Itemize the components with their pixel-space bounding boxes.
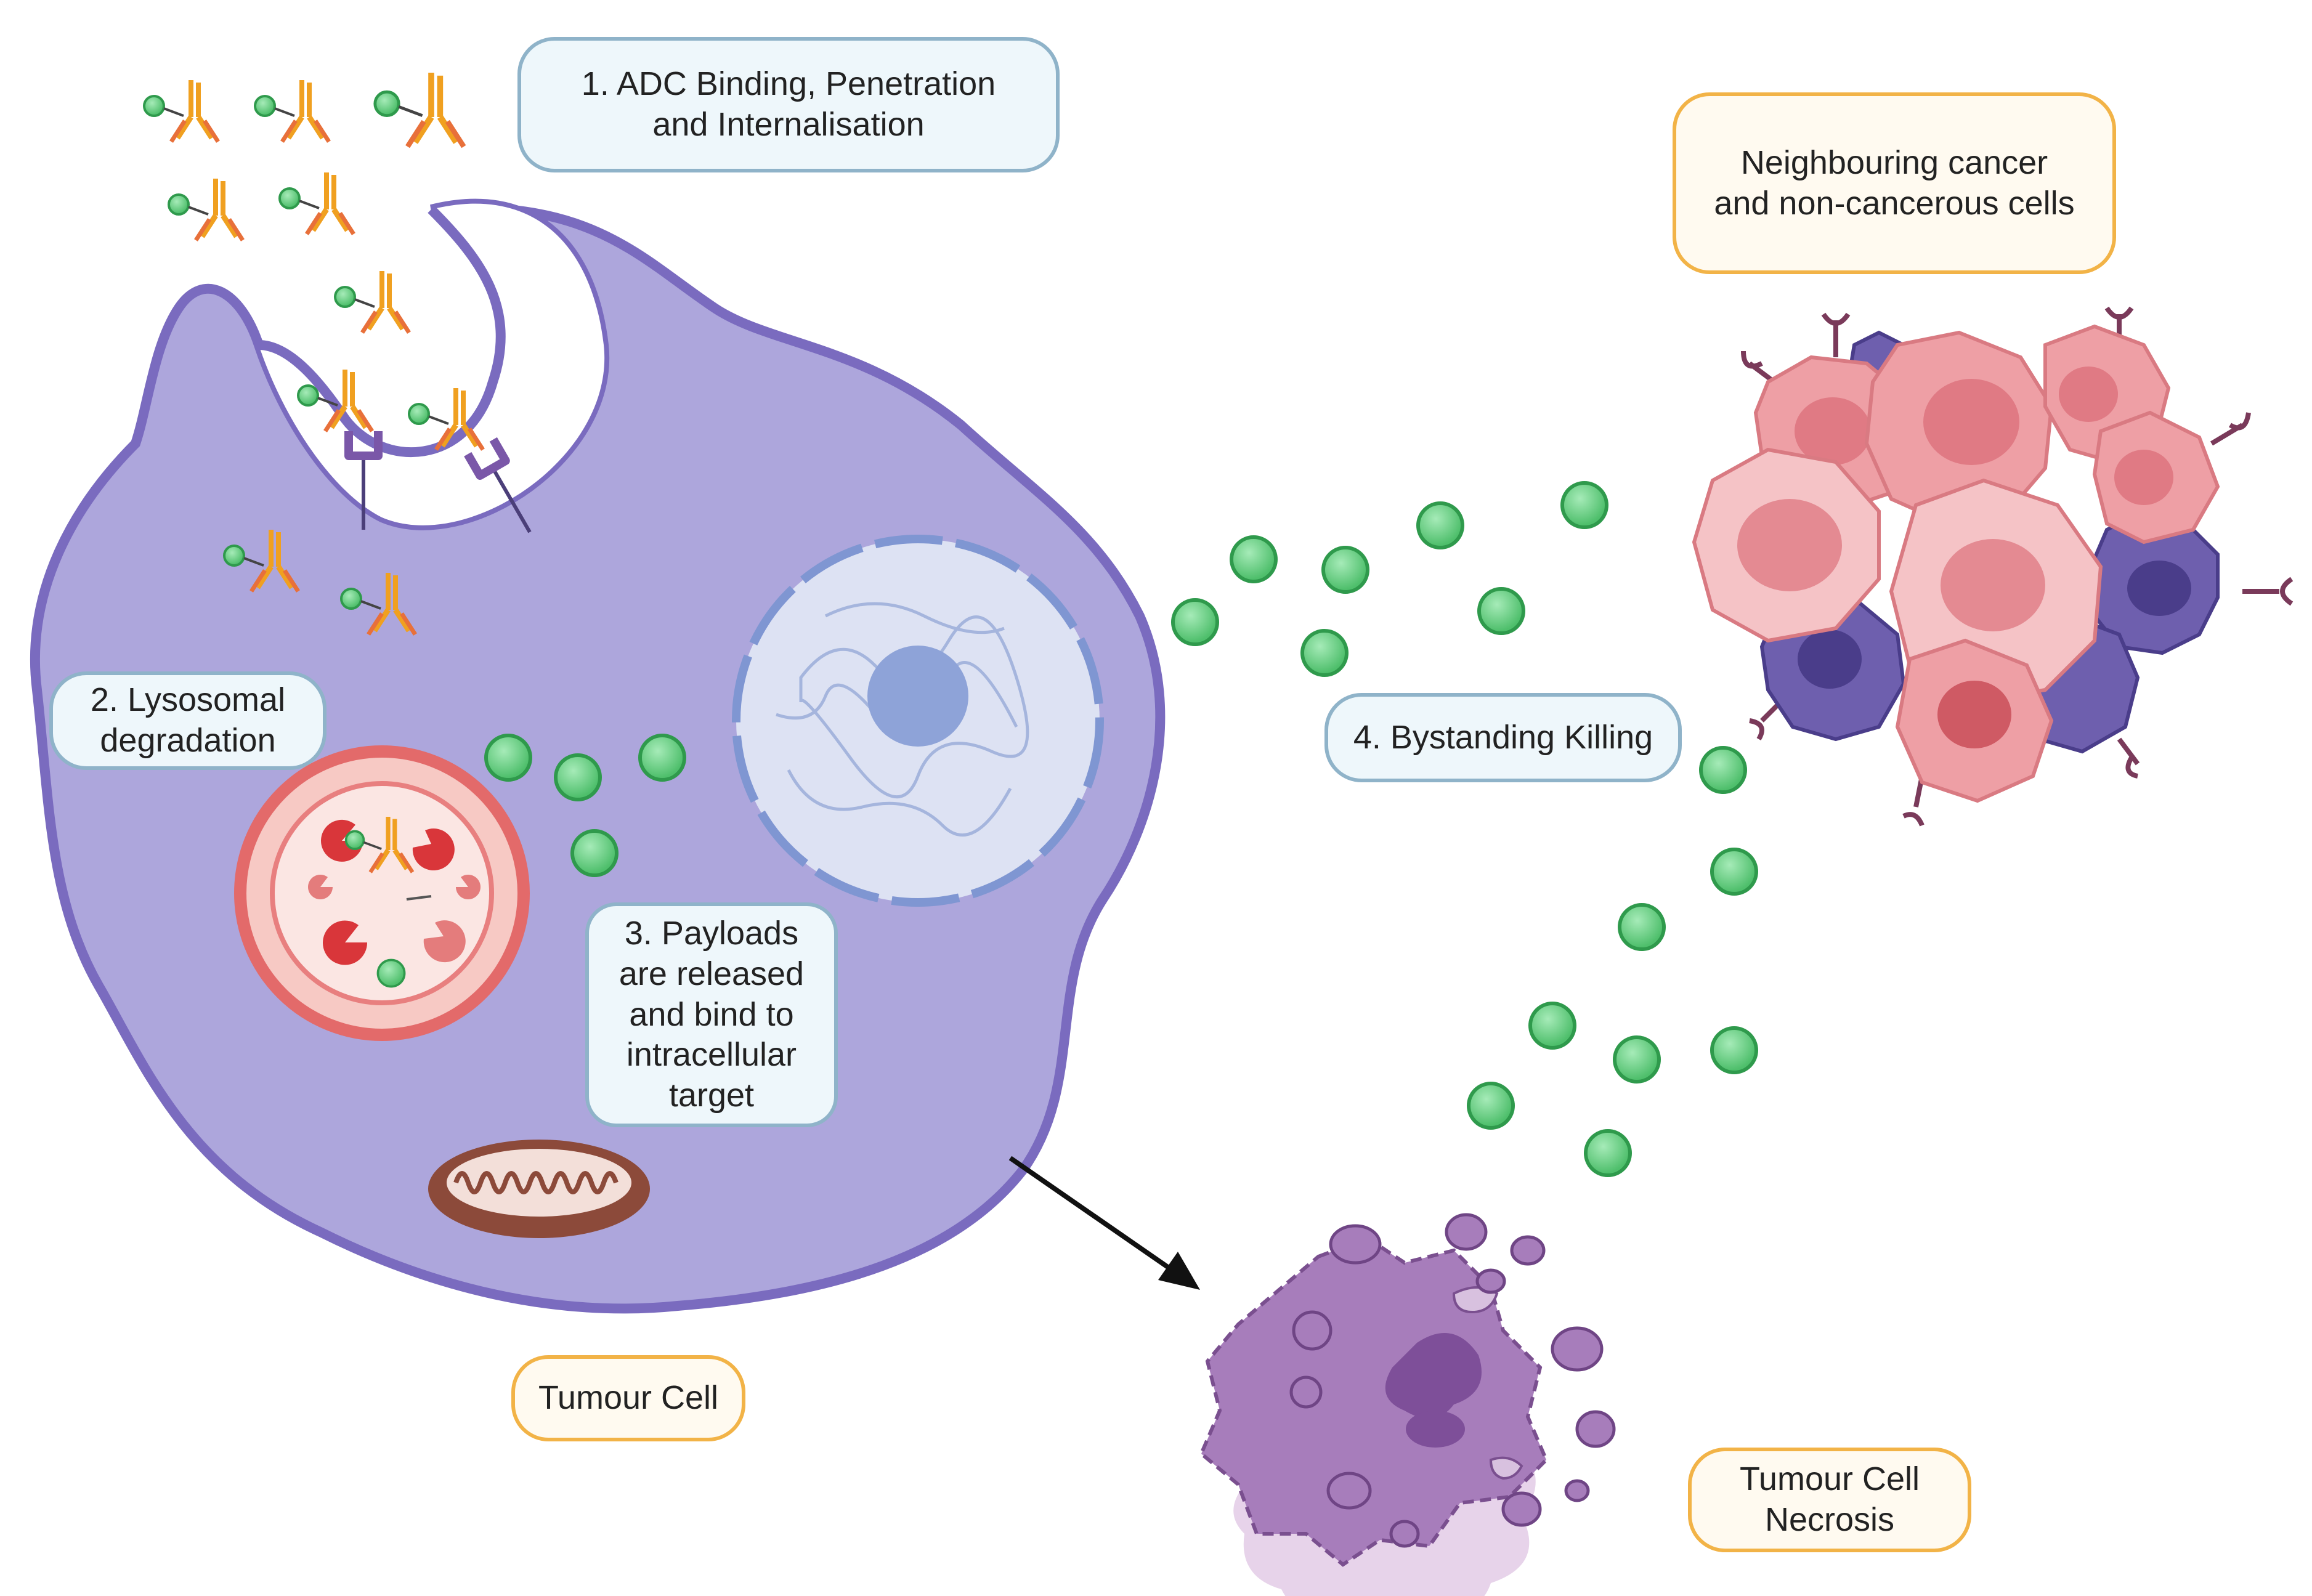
payload-molecule [486,735,530,780]
payload-molecule [1712,849,1756,894]
adc-molecule [255,80,329,142]
necrotic-cell [1199,1213,1616,1596]
payload-molecule [1323,548,1368,592]
payload-molecule [1479,589,1523,633]
adc-molecule [280,172,354,234]
adc-molecule [144,80,218,142]
payload-molecule [1173,600,1217,644]
step2-label: 2. Lysosomal degradation [49,671,327,770]
payload-molecule [1469,1084,1513,1128]
adc-molecule [169,179,243,240]
neighbouring-cell-cluster [1692,306,2294,827]
payload-molecule [1701,748,1745,792]
payload-molecule [556,755,600,800]
payload-molecule [1586,1131,1630,1175]
payload-molecule [1615,1037,1659,1082]
adc-molecule [375,73,464,147]
necrosis-arrow [1008,1156,1200,1290]
payload-molecule [1620,905,1664,949]
payload-molecule [640,735,684,780]
lysosome [234,745,530,1041]
necrosis-label: Tumour Cell Necrosis [1688,1448,1971,1552]
step4-label: 4. Bystanding Killing [1324,693,1682,782]
step1-label: 1. ADC Binding, Penetration and Internal… [517,37,1060,172]
nucleus [732,535,1104,907]
adc-molecule [335,271,409,333]
step3-label: 3. Payloads are released and bind to int… [585,902,838,1127]
payload-molecule [572,831,617,875]
payload-molecule [1530,1003,1575,1048]
tumour-cell-label: Tumour Cell [511,1355,745,1441]
payload-molecule [1562,483,1607,527]
neighbouring-cells-label: Neighbouring cancer and non-cancerous ce… [1673,92,2116,274]
payload-molecule [1712,1028,1756,1072]
payload-molecule [1302,631,1347,675]
mitochondrion [428,1140,650,1238]
payload-molecule [1231,537,1276,581]
payload-molecule [1418,503,1462,548]
